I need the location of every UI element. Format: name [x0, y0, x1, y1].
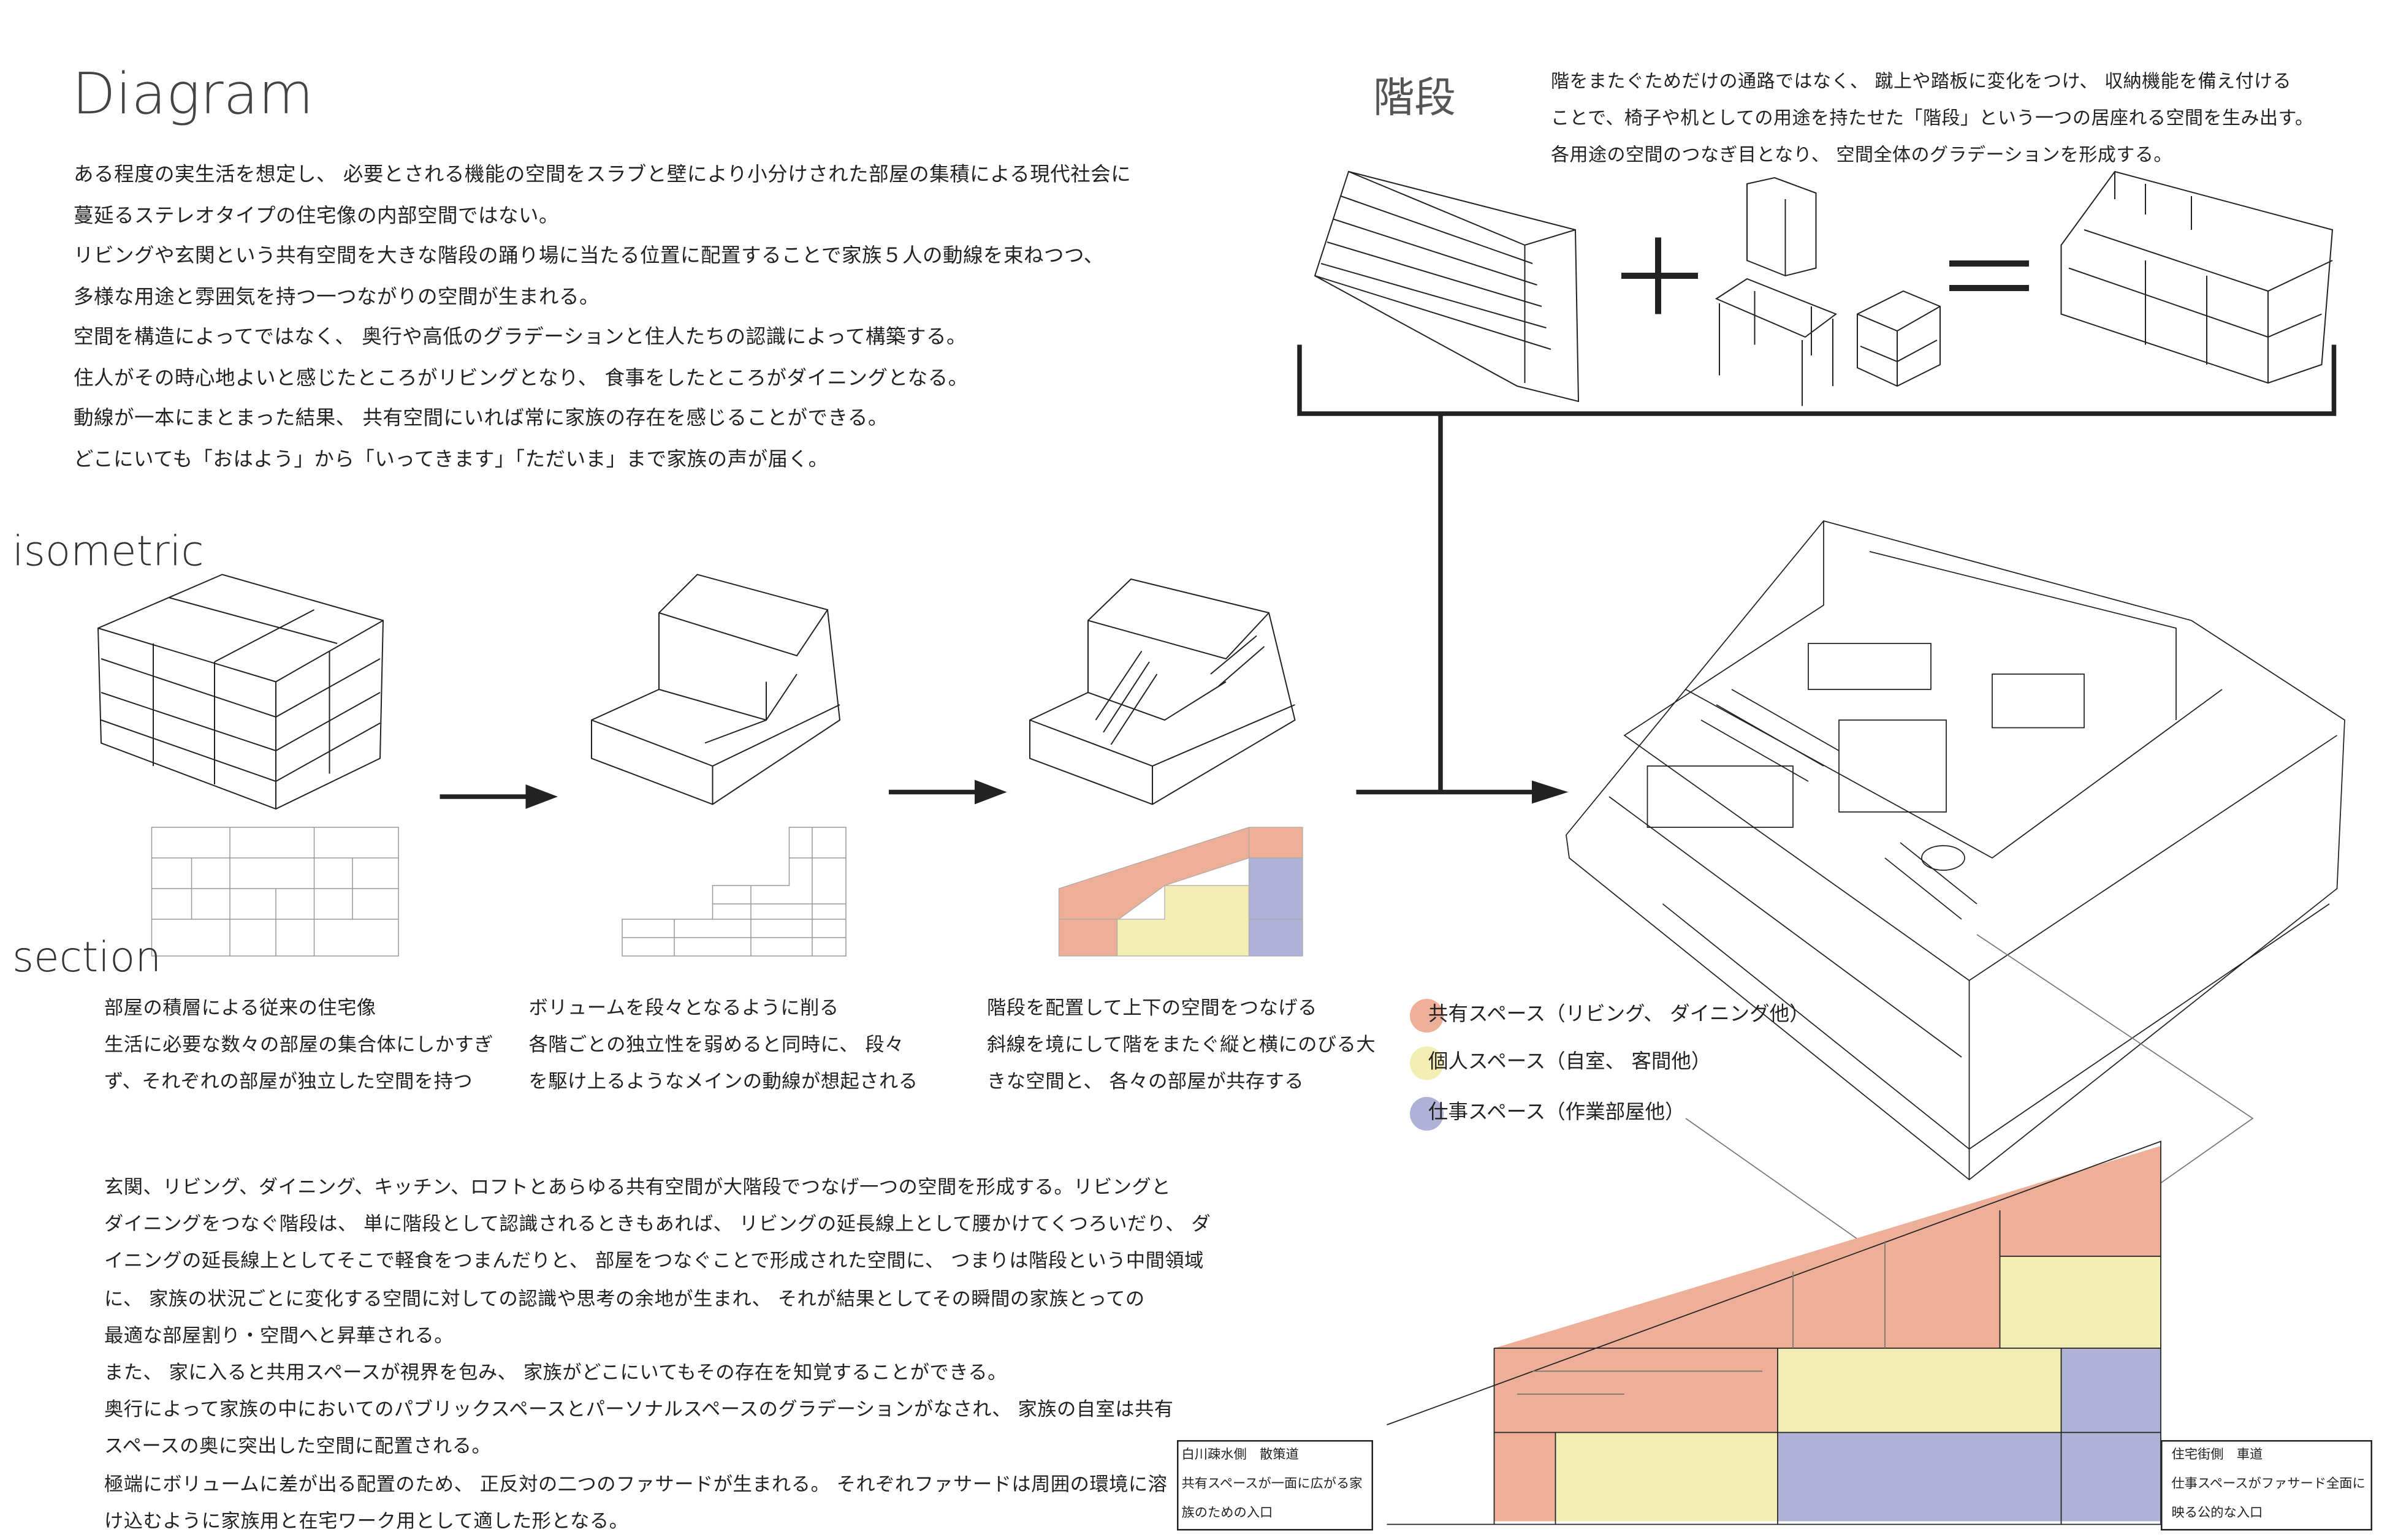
bottom-line: スペースの奥に突出した空間に配置される。	[104, 1434, 492, 1458]
bracket-connector	[1297, 344, 2337, 795]
intro-line: ある程度の実生活を想定し、 必要とされる機能の空間をスラブと壁により小分けされた…	[74, 164, 1132, 188]
bottom-line: 最適な部屋割り・空間へと昇華される。	[104, 1323, 454, 1346]
intro-paragraph: ある程度の実生活を想定し、 必要とされる機能の空間をスラブと壁により小分けされた…	[74, 156, 1131, 481]
legend-swatch	[1410, 1097, 1444, 1131]
bottom-line: イニングの延長線上としてそこで軽食をつまんだりと、 部屋をつなぐことで形成された…	[104, 1249, 1204, 1272]
intro-line: 多様な用途と雰囲気を持つ一つながりの空間が生まれる。	[74, 286, 600, 309]
intro-line: 住人がその時心地よいと感じたところがリビングとなり、 食事をしたところがダイニン…	[74, 366, 969, 390]
color-legend: 共有スペース（リビング、 ダイニング他） 個人スペース（自室、 客間他） 仕事ス…	[1410, 996, 1810, 1134]
caption-line: 生活に必要な数々の部屋の集合体にしかすぎ	[104, 1033, 494, 1056]
stairs-text-line: 階をまたぐためだけの通路ではなく、 蹴上や踏板に変化をつけ、 収納機能を備え付け…	[1551, 70, 2292, 92]
bottom-line: に、 家族の状況ごとに変化する空間に対しての認識や思考の余地が生まれ、 それが結…	[104, 1286, 1145, 1310]
house-isometric	[1566, 520, 2345, 1319]
legend-label: 共有スペース（リビング、 ダイニング他）	[1428, 1003, 1810, 1027]
legend-label: 仕事スペース（作業部屋他）	[1428, 1101, 1685, 1125]
caption-step-1: 部屋の積層による従来の住宅像 生活に必要な数々の部屋の集合体にしかすぎ ず、それ…	[104, 990, 493, 1100]
page-title: Diagram	[72, 61, 314, 127]
caption-line: 部屋の積層による従来の住宅像	[104, 996, 376, 1019]
iso-carved-volume	[591, 574, 841, 805]
bottom-line: 奥行によって家族の中においてのパブリックスペースとパーソナルスペースのグラデーシ…	[104, 1397, 1174, 1421]
legend-swatch	[1410, 999, 1444, 1033]
caption-step-3: 階段を配置して上下の空間をつなげる 斜線を境にして階をまたぐ縦と横にのびる大 き…	[987, 990, 1376, 1100]
section-label: section	[12, 935, 162, 982]
note-line: 白川疎水側 散策道	[1181, 1447, 1299, 1463]
note-canal-side-entrance: 白川疎水側 散策道 共有スペースが一面に広がる家 族のための入口	[1177, 1440, 1373, 1531]
legend-swatch	[1410, 1046, 1444, 1080]
plus-symbol	[1621, 237, 1698, 314]
note-line: 仕事スペースがファサード全面に	[2171, 1477, 2366, 1492]
bottom-line: 極端にボリュームに差が出る配置のため、 正反対の二つのファサードが生まれる。 そ…	[104, 1471, 1168, 1495]
isometric-label: isometric	[12, 528, 204, 577]
stairs-text-line: 各用途の空間のつなぎ目となり、 空間全体のグラデーションを形成する。	[1551, 144, 2172, 165]
intro-line: 動線が一本にまとまった結果、 共有空間にいれば常に家族の存在を感じることができる…	[74, 408, 888, 431]
intro-line: どこにいても「おはよう」から「いってきます」「ただいま」まで家族の声が届く。	[74, 448, 829, 471]
caption-line: を駆け上るようなメインの動線が想起される	[528, 1069, 918, 1093]
bottom-line: け込むように家族用と在宅ワーク用として適した形となる。	[104, 1508, 629, 1532]
chair-table-box-drawing	[1715, 176, 1941, 406]
note-street-side-entrance: 住宅街側 車道 仕事スペースがファサード全面に 映る公的な入口	[2161, 1440, 2372, 1531]
section-stacked	[151, 827, 399, 957]
stairs-heading: 階段	[1373, 75, 1456, 123]
iso-stacked-rooms	[97, 574, 384, 810]
bottom-paragraph: 玄関、リビング、ダイニング、キッチン、ロフトとあらゆる共有空間が大階段でつなげ一…	[104, 1169, 1211, 1540]
bottom-line: ダイニングをつなぐ階段は、 単に階段として認識されるときもあれば、 リビングの延…	[104, 1212, 1211, 1235]
iso-with-stairs	[1029, 578, 1296, 805]
note-line: 族のための入口	[1181, 1506, 1273, 1522]
caption-line: ず、それぞれの部屋が独立した空間を持つ	[104, 1069, 473, 1093]
legend-label: 個人スペース（自室、 客間他）	[1428, 1051, 1711, 1074]
bottom-line: また、 家に入ると共用スペースが視界を包み、 家族がどこにいてもその存在を知覚す…	[104, 1360, 1007, 1384]
stairs-text: 階をまたぐためだけの通路ではなく、 蹴上や踏板に変化をつけ、 収納機能を備え付け…	[1551, 63, 2314, 173]
bottom-line: 玄関、リビング、ダイニング、キッチン、ロフトとあらゆる共有空間が大階段でつなげ一…	[104, 1175, 1171, 1199]
note-line: 住宅街側 車道	[2171, 1447, 2263, 1463]
intro-line: リビングや玄関という共有空間を大きな階段の踊り場に当たる位置に配置することで家族…	[74, 245, 1104, 268]
stair-drawing	[1314, 170, 1580, 403]
caption-step-2: ボリュームを段々となるように削る 各階ごとの独立性を弱めると同時に、 段々 を駆…	[529, 990, 918, 1100]
equals-symbol	[1949, 260, 2029, 291]
section-carved	[622, 827, 847, 957]
caption-line: 各階ごとの独立性を弱めると同時に、 段々	[528, 1033, 904, 1056]
caption-line: きな空間と、 各々の部屋が共存する	[987, 1069, 1304, 1093]
note-line: 映る公的な入口	[2171, 1506, 2263, 1522]
caption-line: 階段を配置して上下の空間をつなげる	[987, 996, 1317, 1019]
intro-line: 蔓延るステレオタイプの住宅像の内部空間ではない。	[74, 204, 560, 228]
intro-line: 空間を構造によってではなく、 奥行や高低のグラデーションと住人たちの認識によって…	[74, 326, 967, 350]
stairs-text-line: ことで、椅子や机としての用途を持たせた「階段」という一つの居座れる空間を生み出す…	[1551, 107, 2314, 129]
arrow-head	[1532, 780, 1569, 804]
building-section	[1387, 1140, 2337, 1525]
process-arrows	[440, 789, 978, 799]
note-line: 共有スペースが一面に広がる家	[1181, 1477, 1363, 1492]
caption-line: ボリュームを段々となるように削る	[528, 996, 839, 1019]
stair-furniture-result-drawing	[2060, 170, 2334, 384]
caption-line: 斜線を境にして階をまたぐ縦と横にのびる大	[987, 1033, 1376, 1056]
section-colored	[1058, 827, 1303, 957]
